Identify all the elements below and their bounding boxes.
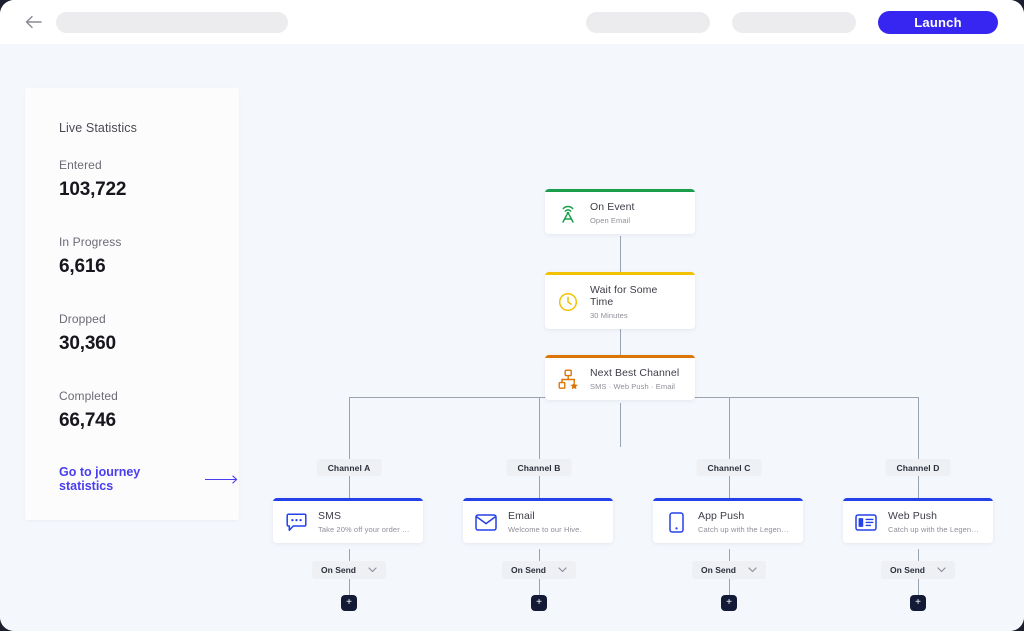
node-title: Email: [508, 510, 535, 522]
flow-canvas[interactable]: Live Statistics Entered 103,722 In Progr…: [0, 44, 1024, 631]
connector-onsend-to-add-a: [349, 579, 350, 595]
connector-nbc-to-split: [620, 403, 621, 447]
connector-chip-a-to-node: [349, 476, 350, 498]
node-accent-bar: [545, 355, 695, 358]
node-next-best-channel[interactable]: Next Best Channel SMS · Web Push · Email: [545, 355, 695, 400]
chip-channel-d[interactable]: Channel D: [885, 459, 951, 476]
chip-channel-a[interactable]: Channel A: [316, 459, 382, 476]
node-accent-bar: [545, 272, 695, 275]
node-subtitle: Catch up with the Legends!: [698, 525, 791, 534]
node-subtitle: Take 20% off your order with code ...: [318, 525, 411, 534]
node-app-push[interactable]: App Push Catch up with the Legends!: [653, 498, 803, 543]
stat-value: 66,746: [59, 410, 116, 431]
branch-star-icon: [557, 367, 579, 391]
envelope-icon: [475, 510, 497, 534]
node-subtitle: 30 Minutes: [590, 311, 628, 320]
connector-chip-on-send-b[interactable]: On Send: [502, 561, 576, 579]
connector-label: On Send: [321, 565, 356, 575]
connector-label: On Send: [701, 565, 736, 575]
connector-chip-on-send-a[interactable]: On Send: [312, 561, 386, 579]
connector-label: On Send: [511, 565, 546, 575]
add-step-button-b[interactable]: +: [531, 595, 547, 611]
connector-label: On Send: [890, 565, 925, 575]
add-step-button-d[interactable]: +: [910, 595, 926, 611]
chip-channel-c[interactable]: Channel C: [696, 459, 762, 476]
node-accent-bar: [273, 498, 423, 501]
stat-label: Entered: [59, 158, 102, 172]
node-title: Web Push: [888, 510, 938, 522]
connector-branch-b-top: [539, 397, 540, 459]
journey-name-input[interactable]: [56, 11, 288, 33]
connector-wait-to-nbc: [620, 319, 621, 355]
stat-completed: Completed 66,746: [59, 389, 118, 432]
connector-onsend-to-add-c: [729, 579, 730, 595]
toolbar-action-b[interactable]: [732, 11, 856, 33]
add-step-button-c[interactable]: +: [721, 595, 737, 611]
stat-value: 6,616: [59, 256, 106, 277]
stat-value: 103,722: [59, 179, 127, 200]
node-title: App Push: [698, 510, 745, 522]
go-to-journey-statistics-link[interactable]: Go to journey statistics: [59, 465, 239, 493]
connector-webpush-to-onsend: [918, 549, 919, 561]
node-accent-bar: [653, 498, 803, 501]
back-button[interactable]: [18, 7, 48, 37]
chevron-down-icon: [748, 567, 757, 573]
broadcast-tower-icon: [557, 201, 579, 225]
node-subtitle: SMS · Web Push · Email: [590, 382, 676, 391]
stat-label: Completed: [59, 389, 118, 403]
connector-branch-d-top: [918, 397, 919, 459]
chevron-down-icon: [558, 567, 567, 573]
connector-branch-a-top: [349, 397, 350, 459]
node-sms[interactable]: SMS Take 20% off your order with code ..…: [273, 498, 423, 543]
stat-value: 30,360: [59, 333, 116, 354]
chevron-down-icon: [937, 567, 946, 573]
node-wait-for-some-time[interactable]: Wait for Some Time 30 Minutes: [545, 272, 695, 329]
add-step-button-a[interactable]: +: [341, 595, 357, 611]
chevron-down-icon: [368, 567, 377, 573]
toolbar-action-a[interactable]: [586, 11, 710, 33]
node-accent-bar: [463, 498, 613, 501]
connector-email-to-onsend: [539, 549, 540, 561]
connector-chip-d-to-node: [918, 476, 919, 498]
node-subtitle: Catch up with the Legends!: [888, 525, 981, 534]
connector-chip-b-to-node: [539, 476, 540, 498]
node-title: Wait for Some Time: [590, 284, 658, 308]
connector-sms-to-onsend: [349, 549, 350, 561]
stat-dropped: Dropped 30,360: [59, 312, 116, 355]
launch-button[interactable]: Launch: [878, 10, 998, 34]
mobile-phone-icon: [665, 510, 687, 534]
panel-title: Live Statistics: [59, 121, 137, 135]
browser-window-icon: [855, 510, 877, 534]
chat-bubble-icon: [285, 510, 307, 534]
stat-entered: Entered 103,722: [59, 158, 126, 201]
node-web-push[interactable]: Web Push Catch up with the Legends!: [843, 498, 993, 543]
connector-branch-c-top: [729, 397, 730, 459]
stat-label: Dropped: [59, 312, 106, 326]
connector-chip-on-send-c[interactable]: On Send: [692, 561, 766, 579]
stat-in-progress: In Progress 6,616: [59, 235, 121, 278]
node-accent-bar: [843, 498, 993, 501]
connector-event-to-wait: [620, 236, 621, 272]
live-statistics-panel: Live Statistics Entered 103,722 In Progr…: [25, 88, 239, 520]
node-subtitle: Open Email: [590, 216, 631, 225]
connector-onsend-to-add-b: [539, 579, 540, 595]
node-title: Next Best Channel: [590, 367, 680, 379]
link-label: Go to journey statistics: [59, 465, 141, 493]
node-title: On Event: [590, 201, 635, 213]
node-accent-bar: [545, 189, 695, 192]
connector-apppush-to-onsend: [729, 549, 730, 561]
node-email[interactable]: Email Welcome to our Hive.: [463, 498, 613, 543]
connector-onsend-to-add-d: [918, 579, 919, 595]
arrow-left-icon: [25, 15, 42, 29]
arrow-right-icon: [205, 474, 238, 484]
clock-icon: [557, 290, 579, 314]
connector-chip-c-to-node: [729, 476, 730, 498]
connector-chip-on-send-d[interactable]: On Send: [881, 561, 955, 579]
node-title: SMS: [318, 510, 342, 522]
chip-channel-b[interactable]: Channel B: [506, 459, 572, 476]
node-on-event[interactable]: On Event Open Email: [545, 189, 695, 234]
node-subtitle: Welcome to our Hive.: [508, 525, 582, 534]
stat-label: In Progress: [59, 235, 122, 249]
top-toolbar: Launch: [0, 0, 1024, 44]
